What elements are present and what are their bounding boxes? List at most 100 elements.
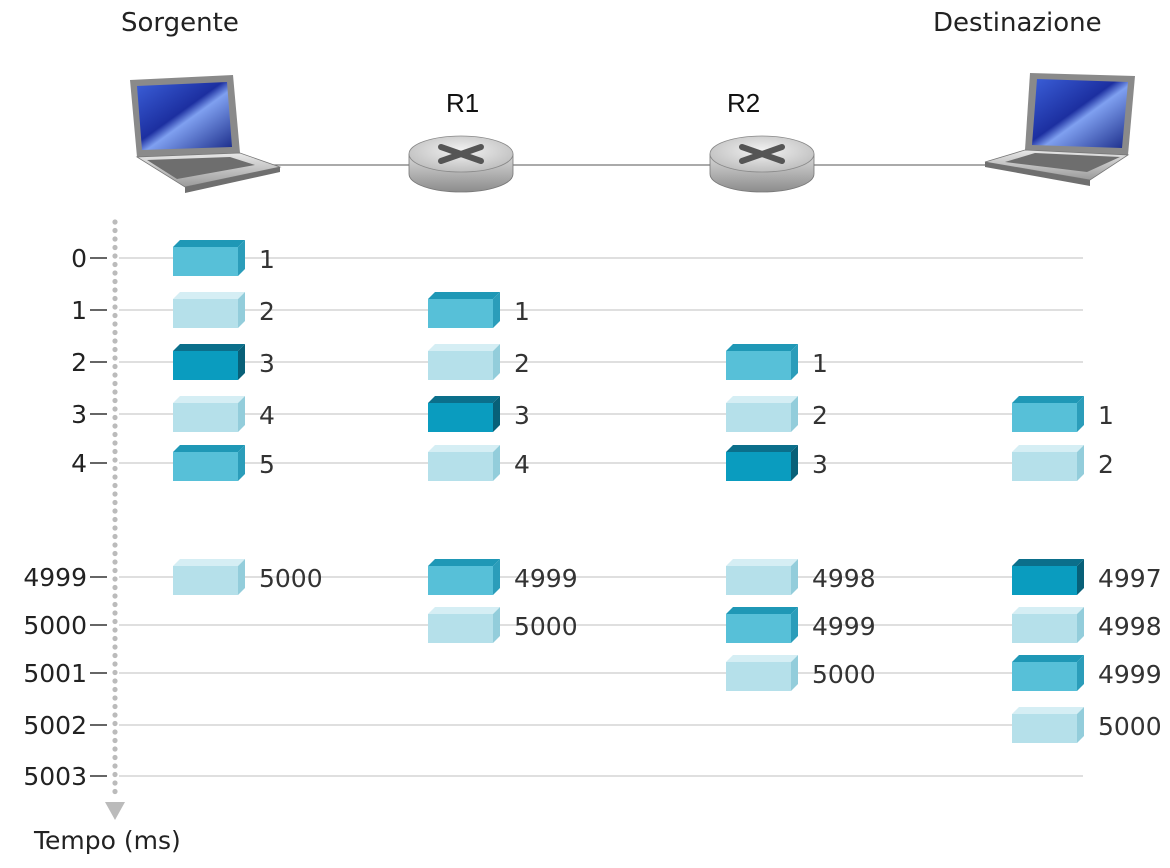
axis-dot bbox=[112, 763, 118, 769]
packet: 2 bbox=[1012, 445, 1114, 481]
axis-dot bbox=[112, 253, 118, 259]
axis-dot bbox=[112, 720, 118, 727]
axis-dot bbox=[112, 270, 118, 276]
packet-label: 1 bbox=[1098, 401, 1114, 430]
tick-label: 5001 bbox=[23, 659, 87, 688]
axis-dot bbox=[112, 244, 118, 251]
packet-label: 2 bbox=[259, 297, 275, 326]
packet-label: 3 bbox=[514, 401, 530, 430]
axis-dot bbox=[112, 661, 118, 667]
packet-label: 5000 bbox=[514, 612, 578, 641]
packet-top bbox=[1012, 445, 1084, 452]
packet-front bbox=[1012, 566, 1077, 595]
packet-top bbox=[1012, 559, 1084, 566]
axis-dot bbox=[112, 278, 118, 285]
axis-dot bbox=[112, 635, 118, 642]
packet: 3 bbox=[173, 344, 275, 380]
axis-dot bbox=[112, 397, 118, 404]
packet-label: 4 bbox=[514, 450, 530, 479]
packet-top bbox=[428, 292, 500, 299]
packet: 4998 bbox=[726, 559, 876, 595]
tick-label: 4999 bbox=[23, 563, 87, 592]
axis-dot bbox=[112, 431, 118, 438]
packet-top bbox=[1012, 607, 1084, 614]
router2-label: R2 bbox=[727, 88, 761, 118]
packet-label: 4998 bbox=[1098, 612, 1162, 641]
axis-dot bbox=[112, 287, 118, 293]
axis-dot bbox=[112, 380, 118, 387]
packet: 1 bbox=[1012, 396, 1114, 432]
packet-side bbox=[791, 396, 798, 432]
axis-dot bbox=[112, 678, 118, 684]
packet: 3 bbox=[726, 445, 828, 481]
packet-side bbox=[238, 240, 245, 276]
packet-front bbox=[428, 614, 493, 643]
axis-dot bbox=[112, 533, 118, 540]
packet-label: 1 bbox=[812, 349, 828, 378]
axis-dot bbox=[112, 746, 118, 752]
packet-side bbox=[238, 559, 245, 595]
axis-dot bbox=[112, 644, 118, 650]
router1-label: R1 bbox=[446, 88, 480, 118]
packet-top bbox=[1012, 655, 1084, 662]
packet-side bbox=[791, 344, 798, 380]
axis-dot bbox=[112, 567, 118, 574]
packet: 4997 bbox=[1012, 559, 1162, 595]
packet-label: 4999 bbox=[514, 564, 578, 593]
packet-top bbox=[726, 445, 798, 452]
packets: 1234550001234499950001234998499950001249… bbox=[173, 240, 1162, 743]
axis-dot bbox=[112, 525, 118, 531]
axis-dot bbox=[112, 542, 118, 548]
packet-top bbox=[726, 607, 798, 614]
packet: 4 bbox=[173, 396, 275, 432]
axis-dot bbox=[112, 321, 118, 327]
packet-top bbox=[726, 344, 798, 351]
axis-dot bbox=[112, 448, 118, 455]
axis-dot bbox=[112, 576, 118, 582]
packet-side bbox=[791, 445, 798, 481]
axis-dot bbox=[112, 780, 118, 786]
packet-top bbox=[726, 559, 798, 566]
packet-label: 1 bbox=[259, 245, 275, 274]
packet-label: 4997 bbox=[1098, 564, 1162, 593]
axis-dot bbox=[112, 584, 118, 591]
packet-top bbox=[173, 559, 245, 566]
packet-front bbox=[726, 614, 791, 643]
packet: 5000 bbox=[428, 607, 578, 643]
packet-front bbox=[726, 403, 791, 432]
router1-icon bbox=[408, 135, 514, 193]
packet-top bbox=[1012, 396, 1084, 403]
packet-side bbox=[238, 292, 245, 328]
tick-label: 3 bbox=[71, 400, 87, 429]
packet-top bbox=[173, 240, 245, 247]
packet-front bbox=[726, 452, 791, 481]
packet-label: 4998 bbox=[812, 564, 876, 593]
router2-icon bbox=[709, 135, 815, 193]
source-laptop-icon bbox=[130, 75, 282, 193]
axis-dot bbox=[112, 440, 118, 446]
packet: 3 bbox=[428, 396, 530, 432]
axis-dot bbox=[112, 389, 118, 395]
time-axis bbox=[105, 219, 125, 820]
axis-dot bbox=[112, 516, 118, 523]
axis-dot bbox=[112, 703, 118, 710]
packet-front bbox=[726, 662, 791, 691]
packet-top bbox=[428, 559, 500, 566]
axis-dot bbox=[112, 219, 118, 225]
packet-front bbox=[1012, 662, 1077, 691]
axis-dot bbox=[112, 236, 118, 242]
packet-label: 5000 bbox=[259, 564, 323, 593]
axis-dot bbox=[112, 686, 118, 693]
axis-dot bbox=[112, 610, 118, 616]
packet-top bbox=[173, 292, 245, 299]
packet: 5000 bbox=[1012, 707, 1162, 743]
packet-front bbox=[1012, 614, 1077, 643]
packet: 4999 bbox=[726, 607, 876, 643]
axis-dot bbox=[112, 312, 118, 319]
packet-front bbox=[428, 403, 493, 432]
packet-side bbox=[493, 396, 500, 432]
tick-label: 5003 bbox=[23, 762, 87, 791]
axis-dot bbox=[112, 559, 118, 565]
